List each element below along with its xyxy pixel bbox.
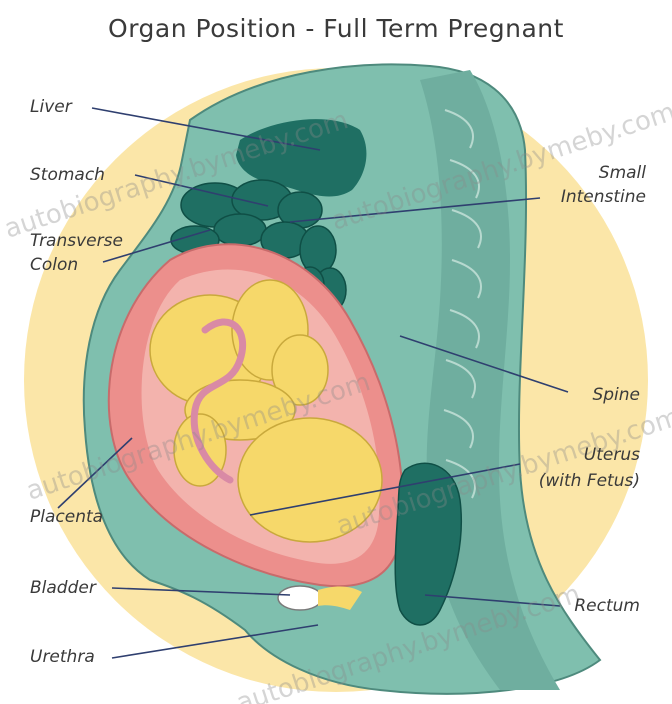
diagram-title: Organ Position - Full Term Pregnant: [108, 14, 564, 43]
label-spine: Spine: [592, 385, 640, 405]
umbilical-cord: [190, 318, 247, 484]
label-small: Small: [599, 163, 646, 183]
label-intestine: Intenstine: [561, 187, 646, 207]
label-stomach: Stomach: [30, 165, 105, 185]
leader-lines: [57, 107, 569, 659]
label-with-fetus: (with Fetus): [539, 471, 640, 491]
liver-organ: [236, 119, 367, 197]
label-bladder: Bladder: [30, 578, 97, 598]
label-colon: Colon: [30, 255, 78, 275]
label-transverse: Transverse: [30, 231, 123, 251]
bladder-organ: [277, 585, 323, 611]
pelvic-floor: [318, 586, 362, 610]
label-uterus: Uterus: [584, 445, 640, 465]
vertebrae: [443, 109, 482, 499]
label-liver: Liver: [30, 97, 73, 117]
label-placenta: Placenta: [30, 507, 103, 527]
rectum-organ: [394, 462, 463, 626]
fetus: [149, 279, 383, 543]
label-rectum: Rectum: [574, 596, 640, 616]
label-urethra: Urethra: [30, 647, 95, 667]
